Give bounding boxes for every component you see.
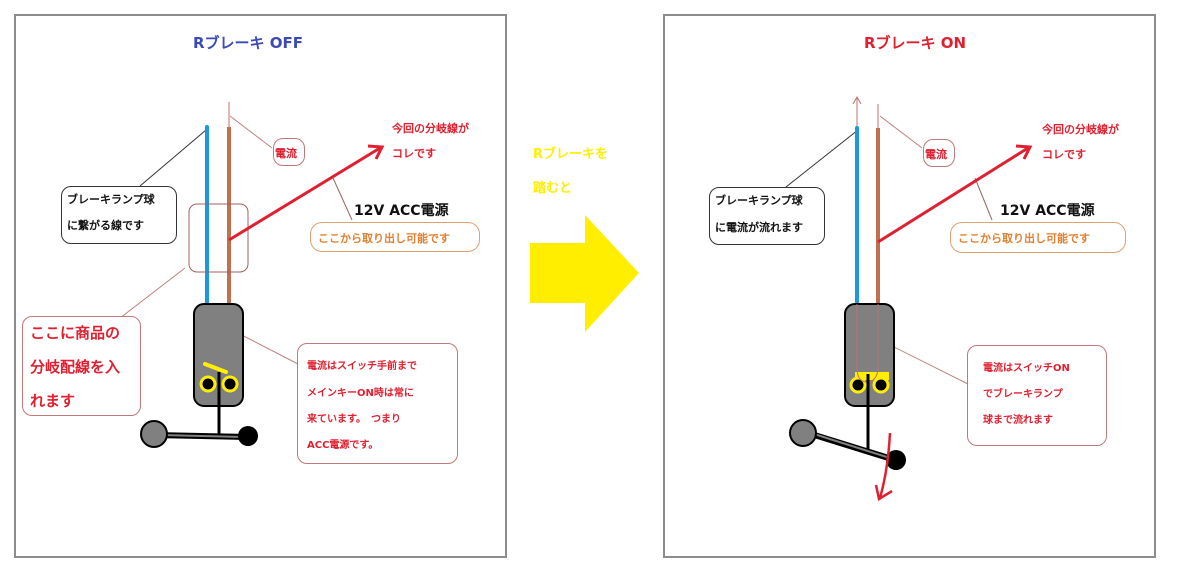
switch-contact-open (203, 362, 228, 374)
current-label: 電流 (275, 147, 297, 160)
acc-label: 12V ACC電源 (1000, 203, 1095, 219)
switch-note-box (297, 343, 458, 464)
acc-note-box (950, 222, 1126, 253)
contact-left (849, 376, 867, 394)
leader-line (974, 177, 993, 221)
insert-note-box (22, 316, 141, 416)
acc-label: 12V ACC電源 (354, 203, 449, 219)
branch-arrow (877, 146, 1029, 244)
lamp-wire-note-2: に繋がる線です (67, 219, 144, 232)
press-down-arrow (878, 432, 892, 499)
branch-arrowhead (1015, 144, 1033, 160)
leader-line (119, 267, 186, 319)
transition-label-1: Rブレーキを (533, 147, 609, 162)
switch-note-2: メインキーON時は常に (307, 388, 414, 399)
leader-line (139, 129, 207, 187)
panel-brake-on (663, 14, 1156, 558)
leader-line (879, 115, 923, 149)
insert-note-1: ここに商品の (30, 324, 121, 342)
panel-title-off: Rブレーキ OFF (193, 34, 304, 52)
branch-arrow (228, 146, 381, 242)
current-label-box (923, 139, 955, 167)
switch-note-box (967, 345, 1107, 446)
lever-end (238, 426, 258, 446)
lever-end (886, 450, 906, 470)
lamp-wire-note-2: に電流が流れます (715, 221, 803, 234)
switch-note-1: 電流はスイッチ手前まで (307, 361, 417, 372)
switch-note-3: 来ています。 つまり (307, 414, 401, 425)
lamp-wire-note-box (709, 187, 825, 245)
leader-line (229, 115, 273, 149)
branch-label-2: コレです (1042, 148, 1086, 161)
panel-title-on: Rブレーキ ON (864, 34, 967, 52)
press-down-arrowhead (874, 484, 893, 501)
switch-note-1: 電流はスイッチON (983, 363, 1070, 374)
transition-label-2: 踏むと (533, 181, 573, 196)
lamp-wire-note-box (61, 186, 177, 244)
contact-right (872, 376, 890, 394)
lever-pivot (140, 420, 168, 448)
acc-note: ここから取り出し可能です (958, 232, 1090, 245)
current-label-box (273, 138, 305, 166)
branch-arrowhead (367, 144, 385, 160)
leader-line (332, 177, 353, 221)
current-arrowhead (852, 95, 862, 105)
insert-note-3: れます (30, 392, 76, 410)
insert-note-2: 分岐配線を入 (30, 358, 121, 376)
acc-note-box (310, 222, 480, 252)
switch-contact-closed (855, 372, 889, 380)
branch-label-1: 今回の分岐線が (392, 122, 469, 135)
lamp-wire-note-1: ブレーキランプ球 (67, 193, 155, 206)
branch-label-1: 今回の分岐線が (1042, 123, 1119, 136)
leader-line (785, 129, 859, 188)
branch-point-box (188, 203, 249, 273)
branch-label-2: コレです (392, 147, 436, 160)
acc-note: ここから取り出し可能です (318, 232, 450, 245)
contact-left (199, 375, 217, 393)
lamp-wire-note-1: ブレーキランプ球 (715, 194, 803, 207)
switch-note-3: 球まで流れます (983, 415, 1053, 426)
switch-note-2: でブレーキランプ (983, 389, 1063, 400)
current-label: 電流 (925, 148, 947, 161)
transition-arrow-icon (530, 215, 639, 332)
contact-right (221, 375, 239, 393)
brake-lever-highlight (813, 433, 891, 459)
switch-note-4: ACC電源です。 (307, 440, 379, 451)
lever-pivot (789, 419, 817, 447)
panel-brake-off (14, 14, 507, 558)
brake-lever-highlight (159, 434, 245, 438)
